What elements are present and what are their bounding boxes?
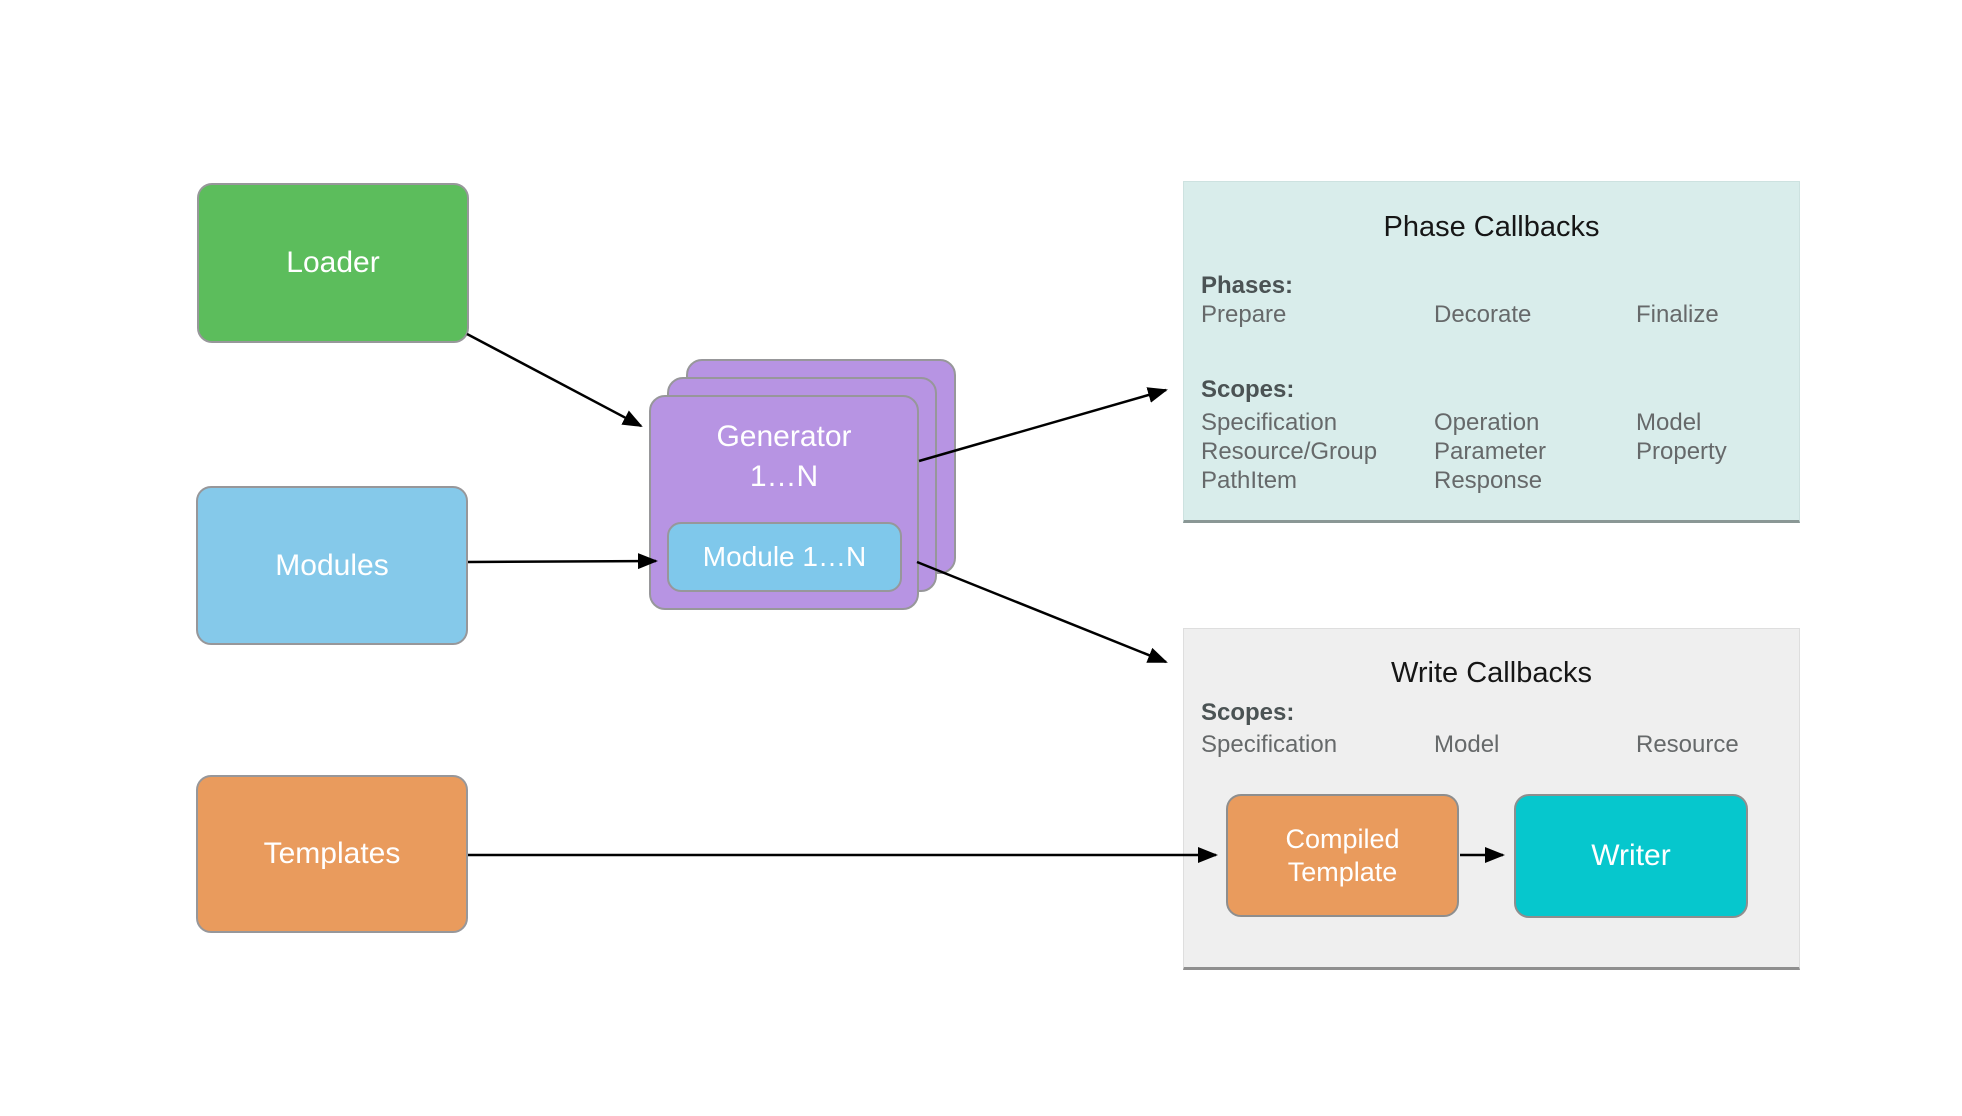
scope-item: Resource <box>1636 731 1739 758</box>
loader-node: Loader <box>197 183 469 343</box>
scope-item: Model <box>1434 731 1500 758</box>
arrow-modules-to-module <box>467 553 658 570</box>
write-callbacks-title: Write Callbacks <box>1391 657 1592 689</box>
phase-scope-column-2: Operation Parameter Response <box>1434 408 1546 495</box>
generator-label-line2: 1…N <box>749 460 819 493</box>
write-callbacks-panel: Write Callbacks Scopes: Specification Mo… <box>1183 628 1800 970</box>
phase-scope-column-1: Specification Resource/Group PathItem <box>1201 408 1377 495</box>
generator-node: Generator 1…N Module 1…N <box>649 395 919 610</box>
compiled-template-node: Compiled Template <box>1226 794 1459 917</box>
scope-item: Operation <box>1434 409 1540 436</box>
scope-item: Specification <box>1201 731 1338 758</box>
modules-node: Modules <box>196 486 468 645</box>
modules-label: Modules <box>275 548 389 582</box>
scope-item: Specification <box>1201 409 1338 436</box>
phase-item: Decorate <box>1434 301 1532 328</box>
phase-item: Prepare <box>1201 301 1287 328</box>
scope-item: PathItem <box>1201 467 1298 494</box>
generator-label: Generator 1…N <box>651 417 917 497</box>
scope-item: Response <box>1434 467 1543 494</box>
compiled-template-label-line1: Compiled <box>1285 823 1400 854</box>
loader-label: Loader <box>286 246 380 279</box>
scope-item: Parameter <box>1434 438 1547 465</box>
templates-node: Templates <box>196 775 468 933</box>
arrow-generator-to-write-callbacks <box>916 560 1168 664</box>
phase-callbacks-title: Phase Callbacks <box>1383 211 1600 243</box>
module-label: Module 1…N <box>702 541 867 572</box>
writer-label: Writer <box>1591 839 1671 872</box>
generator-label-line1: Generator <box>716 420 852 453</box>
phase-scopes-label: Scopes: <box>1201 376 1295 403</box>
write-scopes-label: Scopes: <box>1201 699 1295 726</box>
writer-node: Writer <box>1514 794 1748 918</box>
scope-item: Model <box>1636 409 1702 436</box>
scope-item: Resource/Group <box>1201 438 1378 465</box>
module-node: Module 1…N <box>667 522 902 592</box>
scope-item: Property <box>1636 438 1727 465</box>
compiled-template-label-line2: Template <box>1287 856 1398 887</box>
phases-label: Phases: <box>1201 272 1294 299</box>
phase-item: Finalize <box>1636 301 1719 328</box>
templates-label: Templates <box>263 837 401 870</box>
phase-callbacks-panel: Phase Callbacks Phases: Prepare Decorate… <box>1183 181 1800 523</box>
arrow-loader-to-generator <box>466 332 643 428</box>
arrow-generator-to-phase-callbacks <box>918 387 1168 463</box>
phase-scope-column-3: Model Property <box>1636 408 1727 466</box>
